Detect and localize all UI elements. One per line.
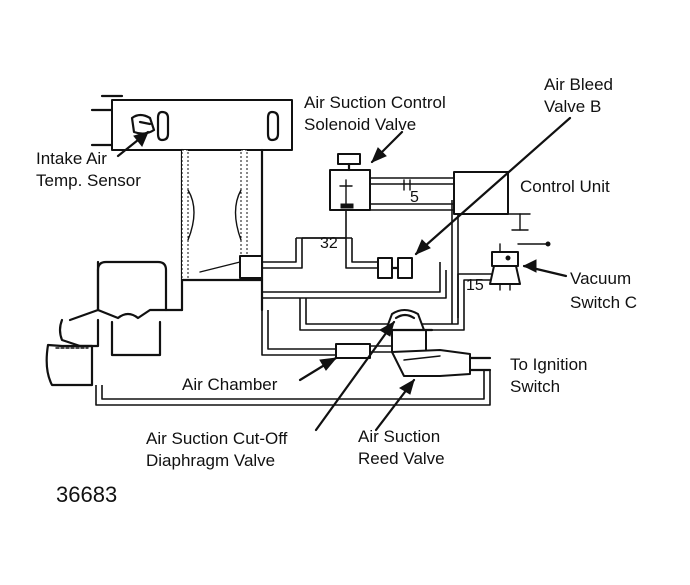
solenoid-valve — [329, 153, 371, 211]
hose-number-32: 32 — [320, 235, 338, 252]
vacuum-switch-c — [489, 241, 551, 291]
label-intake-sensor-line1: Intake Air — [36, 149, 107, 168]
label-cutoff-valve-line2: Diaphragm Valve — [146, 451, 275, 470]
label-air-chamber: Air Chamber — [182, 375, 278, 394]
label-reed-valve-line1: Air Suction — [358, 427, 440, 446]
label-solenoid-valve-line1: Air Suction Control — [304, 93, 446, 112]
engine-manifold — [45, 260, 184, 387]
label-reed-valve-line2: Reed Valve — [358, 449, 445, 468]
label-vacuum-switch-line2: Switch C — [570, 293, 637, 312]
reed-valve — [391, 349, 492, 377]
label-cutoff-valve-line1: Air Suction Cut-Off — [146, 429, 288, 448]
hose-number-15: 15 — [466, 277, 484, 294]
label-air-bleed-line2: Valve B — [544, 97, 601, 116]
air-chamber — [335, 343, 371, 359]
cutoff-diaphragm-valve — [384, 309, 434, 353]
air-bleed-valve — [377, 257, 413, 279]
label-vacuum-switch-line1: Vacuum — [570, 269, 631, 288]
hose-number-5: 5 — [410, 189, 419, 206]
intake-air-temp-sensor — [130, 110, 280, 142]
label-solenoid-valve-line2: Solenoid Valve — [304, 115, 416, 134]
intake-duct — [90, 94, 293, 151]
label-air-bleed-line1: Air Bleed — [544, 75, 613, 94]
label-ignition-line2: Switch — [510, 377, 560, 396]
throttle-body — [180, 148, 264, 312]
leader-arrows — [116, 116, 572, 432]
label-ignition-line1: To Ignition — [510, 355, 588, 374]
label-intake-sensor-line2: Temp. Sensor — [36, 171, 141, 190]
control-unit — [369, 171, 531, 231]
figure-number: 36683 — [56, 482, 117, 507]
vacuum-hoses — [95, 200, 492, 406]
label-control-unit: Control Unit — [520, 177, 610, 196]
